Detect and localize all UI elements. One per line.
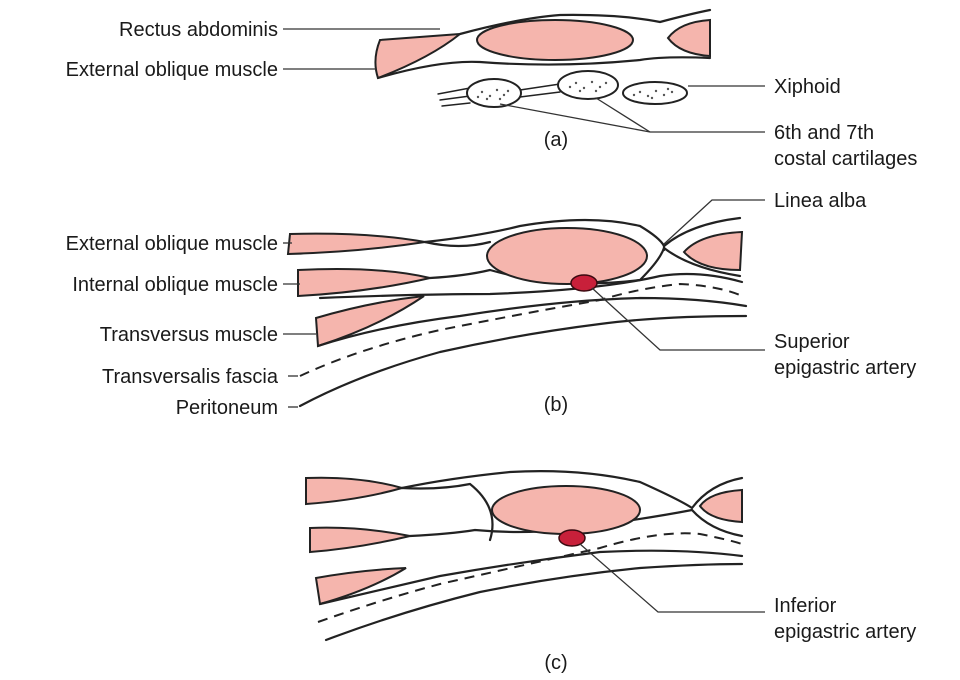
- peritoneum-c: [324, 562, 744, 642]
- label-transversus-b: Transversus muscle: [100, 324, 278, 346]
- sheath-split-b: [423, 240, 492, 248]
- split-line-c: [400, 482, 494, 542]
- label-transversalis-fascia: Transversalis fascia: [102, 366, 279, 388]
- rectus-abdominis-c: [491, 485, 641, 535]
- rectus-sheath-a: [458, 8, 712, 36]
- label-rectus-abdominis: Rectus abdominis: [119, 19, 278, 41]
- leader-linea-alba: [663, 199, 765, 245]
- rectus-sheath-lower-a: [376, 56, 712, 80]
- caption-c: (c): [544, 652, 567, 674]
- leader-costal: [499, 103, 765, 133]
- internal-oblique-muscle-b: [297, 268, 431, 298]
- costal-cartilages: [437, 70, 688, 108]
- anterior-sheath-c: [400, 470, 744, 510]
- external-oblique-muscle-c: [305, 476, 406, 506]
- rectus-abdominis-b: [486, 227, 648, 285]
- transversus-line-c: [318, 549, 744, 606]
- panel-a: Rectus abdominis External oblique muscle…: [66, 8, 917, 170]
- rectus-abdominis-right-a: [666, 18, 711, 58]
- label-peritoneum: Peritoneum: [176, 397, 278, 419]
- transversus-line-b: [316, 296, 748, 348]
- label-linea-alba: Linea alba: [774, 190, 867, 212]
- external-oblique-muscle-a: [374, 32, 464, 80]
- caption-b: (b): [544, 394, 568, 416]
- transversus-muscle-c: [314, 567, 407, 606]
- cartilage-stipple: [476, 80, 674, 101]
- label-costal-line1: 6th and 7th: [774, 122, 874, 144]
- label-inferior-line2: epigastric artery: [774, 621, 916, 643]
- label-external-oblique-a: External oblique muscle: [66, 59, 278, 81]
- leader-superior-artery: [591, 287, 765, 351]
- caption-a: (a): [544, 129, 568, 151]
- cartilage-1: [466, 78, 522, 108]
- label-superior-line1: Superior: [774, 331, 850, 353]
- peritoneum-b: [298, 314, 748, 408]
- anterior-sheath-b: [423, 216, 742, 248]
- label-costal-line2: costal cartilages: [774, 148, 917, 170]
- rectus-abdominis-right-c: [698, 488, 743, 524]
- transversalis-fascia-c: [317, 532, 743, 623]
- panel-b: External oblique muscle Internal oblique…: [66, 190, 917, 419]
- leader-inferior-artery: [579, 543, 765, 613]
- superior-epigastric-artery: [570, 274, 598, 292]
- label-external-oblique-b: External oblique muscle: [66, 233, 278, 255]
- label-superior-line2: epigastric artery: [774, 357, 916, 379]
- internal-oblique-muscle-c: [309, 526, 411, 554]
- rectus-abdominis-right-b: [682, 230, 744, 272]
- posterior-sheath-b: [318, 272, 744, 300]
- label-internal-oblique-b: Internal oblique muscle: [72, 274, 278, 296]
- transversus-muscle-b: [314, 295, 425, 348]
- leader-costal-2: [595, 97, 651, 133]
- label-xiphoid: Xiphoid: [774, 76, 841, 98]
- label-inferior-line1: Inferior: [774, 595, 837, 617]
- external-oblique-muscle-b: [286, 232, 426, 256]
- cartilage-2: [557, 70, 619, 100]
- transversalis-fascia-b: [299, 282, 743, 377]
- rectus-abdominis-a: [476, 19, 634, 61]
- inferior-epigastric-artery: [558, 529, 586, 547]
- xiphoid-cartilage: [622, 81, 688, 105]
- cartilage-fibres: [437, 83, 561, 107]
- panel-c: Inferior epigastric artery (c): [305, 470, 916, 674]
